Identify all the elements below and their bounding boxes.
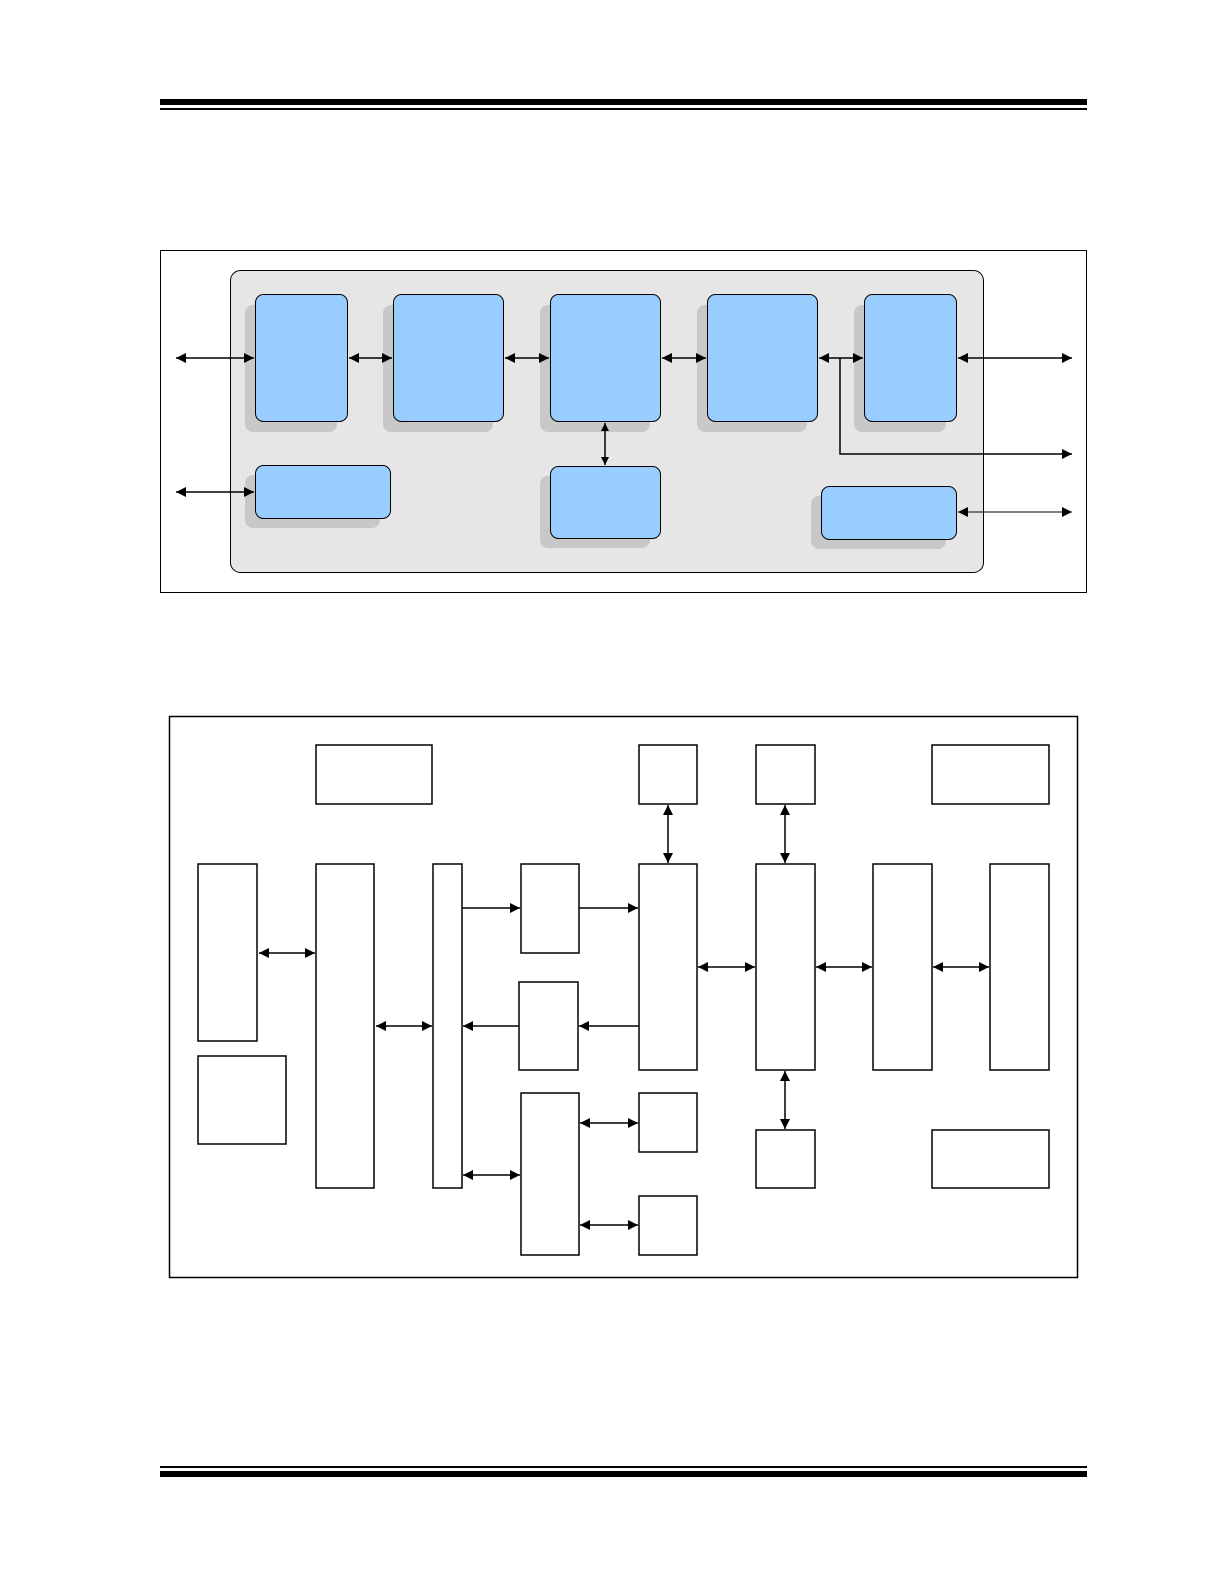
top-block-3 bbox=[550, 294, 661, 422]
box-small-2 bbox=[638, 1195, 698, 1256]
box-mid-middle bbox=[518, 981, 579, 1071]
box-core-4 bbox=[989, 863, 1050, 1071]
arrow-branch-right bbox=[839, 358, 1072, 459]
box-mid-lower bbox=[520, 1092, 580, 1256]
box-top-4 bbox=[931, 744, 1050, 805]
box-top-2 bbox=[638, 744, 698, 805]
footer-rule-thin bbox=[160, 1466, 1087, 1468]
box-core-1 bbox=[638, 863, 698, 1071]
top-block-7 bbox=[550, 466, 661, 539]
top-block-8 bbox=[821, 486, 957, 540]
box-small-3 bbox=[755, 1129, 816, 1189]
box-core-2 bbox=[755, 863, 816, 1071]
box-left-square bbox=[197, 1055, 287, 1145]
box-top-3 bbox=[755, 744, 816, 805]
box-bottom-right bbox=[931, 1129, 1050, 1189]
footer-rule-thick bbox=[160, 1471, 1087, 1477]
top-block-5 bbox=[864, 294, 957, 422]
top-block-1 bbox=[255, 294, 348, 422]
box-column-narrow bbox=[432, 863, 463, 1189]
box-mid-upper bbox=[520, 863, 580, 954]
box-left-tall bbox=[197, 863, 258, 1042]
box-small-1 bbox=[638, 1092, 698, 1153]
box-column-1 bbox=[315, 863, 375, 1189]
top-block-4 bbox=[707, 294, 818, 422]
header-rule-thin bbox=[160, 108, 1087, 110]
bottom-block-diagram bbox=[168, 715, 1079, 1279]
top-block-2 bbox=[393, 294, 504, 422]
header-rule-thick bbox=[160, 99, 1087, 105]
top-block-6 bbox=[255, 465, 391, 519]
box-top-1 bbox=[315, 744, 433, 805]
top-block-diagram bbox=[160, 250, 1087, 593]
box-core-3 bbox=[872, 863, 933, 1071]
